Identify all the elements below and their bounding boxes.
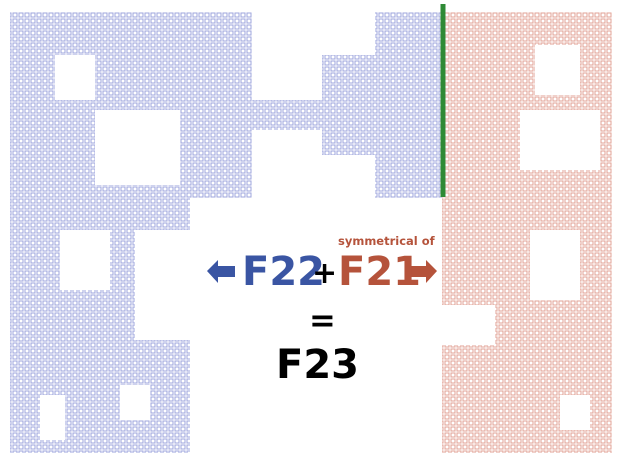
- arrow-left-icon: [207, 260, 235, 283]
- f22-label: F22: [242, 249, 325, 295]
- f23-result-label: F23: [276, 342, 359, 388]
- f22-fractal-left: [10, 12, 442, 453]
- arrow-right-icon: [411, 260, 437, 283]
- equals-sign: =: [309, 301, 336, 339]
- symmetrical-of-note: symmetrical of: [338, 234, 435, 248]
- f21-fractal-right: [442, 12, 612, 453]
- f21-label: F21: [338, 249, 421, 295]
- plus-sign: +: [312, 256, 338, 291]
